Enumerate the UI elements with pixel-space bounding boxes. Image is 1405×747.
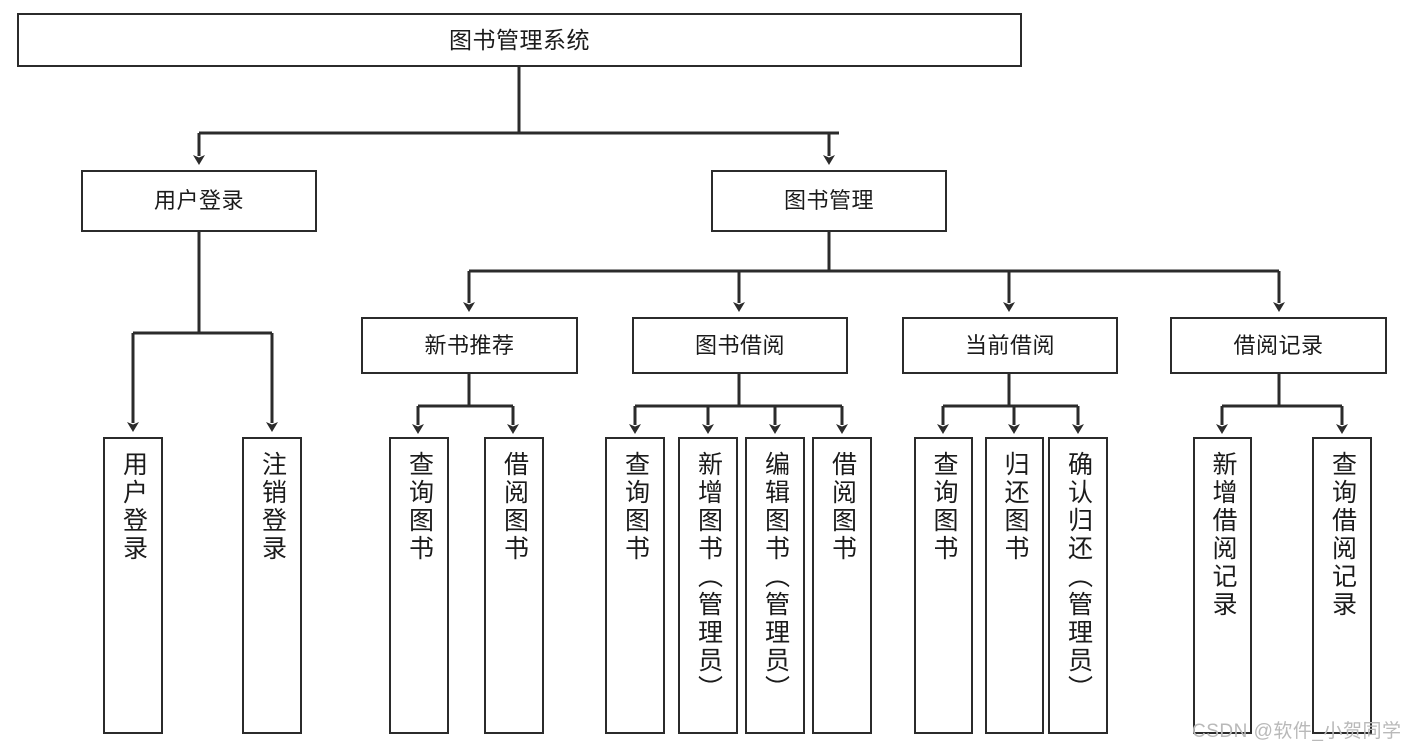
node-book-borrow[interactable]: 图书借阅 [632, 317, 848, 374]
node-label: 查询借阅记录 [1328, 451, 1357, 619]
node-label: 图书管理 [783, 188, 874, 214]
node-label: 图书借阅 [694, 332, 785, 358]
node-label: 借阅记录 [1233, 332, 1324, 358]
leaf-user-login-logout[interactable]: 注销登录 [242, 437, 302, 734]
leaf-borrow-record-query[interactable]: 查询借阅记录 [1312, 437, 1372, 734]
node-label: 编辑图书（管理员） [761, 451, 790, 703]
node-label: 查询图书 [621, 451, 650, 563]
leaf-new-book-borrow[interactable]: 借阅图书 [484, 437, 544, 734]
node-root-system[interactable]: 图书管理系统 [17, 13, 1022, 67]
leaf-new-book-query[interactable]: 查询图书 [389, 437, 449, 734]
node-label: 借阅图书 [500, 451, 529, 563]
node-label: 当前借阅 [964, 332, 1055, 358]
node-label: 用户登录 [119, 451, 148, 563]
leaf-book-borrow-borrow[interactable]: 借阅图书 [812, 437, 872, 734]
leaf-borrow-record-add[interactable]: 新增借阅记录 [1193, 437, 1252, 734]
node-current-borrow[interactable]: 当前借阅 [902, 317, 1118, 374]
node-label: 新增图书（管理员） [694, 451, 723, 703]
node-label: 图书管理系统 [449, 26, 590, 53]
leaf-current-borrow-query[interactable]: 查询图书 [914, 437, 973, 734]
leaf-current-borrow-confirm-return[interactable]: 确认归还（管理员） [1048, 437, 1108, 734]
node-label: 用户登录 [153, 188, 244, 214]
node-label: 确认归还（管理员） [1064, 451, 1093, 703]
leaf-book-borrow-query[interactable]: 查询图书 [605, 437, 665, 734]
node-new-book-recommend[interactable]: 新书推荐 [361, 317, 578, 374]
node-label: 注销登录 [258, 451, 287, 563]
leaf-current-borrow-return[interactable]: 归还图书 [985, 437, 1044, 734]
node-label: 查询图书 [405, 451, 434, 563]
node-book-management[interactable]: 图书管理 [711, 170, 947, 232]
node-label: 查询图书 [930, 451, 958, 563]
node-label: 新书推荐 [424, 332, 515, 358]
leaf-book-borrow-edit[interactable]: 编辑图书（管理员） [745, 437, 805, 734]
node-label: 借阅图书 [828, 451, 857, 563]
node-label: 新增借阅记录 [1209, 451, 1237, 619]
csdn-watermark: CSDN @软件_小贺同学 [1192, 721, 1402, 742]
node-user-login[interactable]: 用户登录 [81, 170, 317, 232]
node-borrow-record[interactable]: 借阅记录 [1170, 317, 1387, 374]
leaf-book-borrow-add[interactable]: 新增图书（管理员） [678, 437, 738, 734]
leaf-user-login-login[interactable]: 用户登录 [103, 437, 163, 734]
node-label: 归还图书 [1001, 451, 1029, 563]
